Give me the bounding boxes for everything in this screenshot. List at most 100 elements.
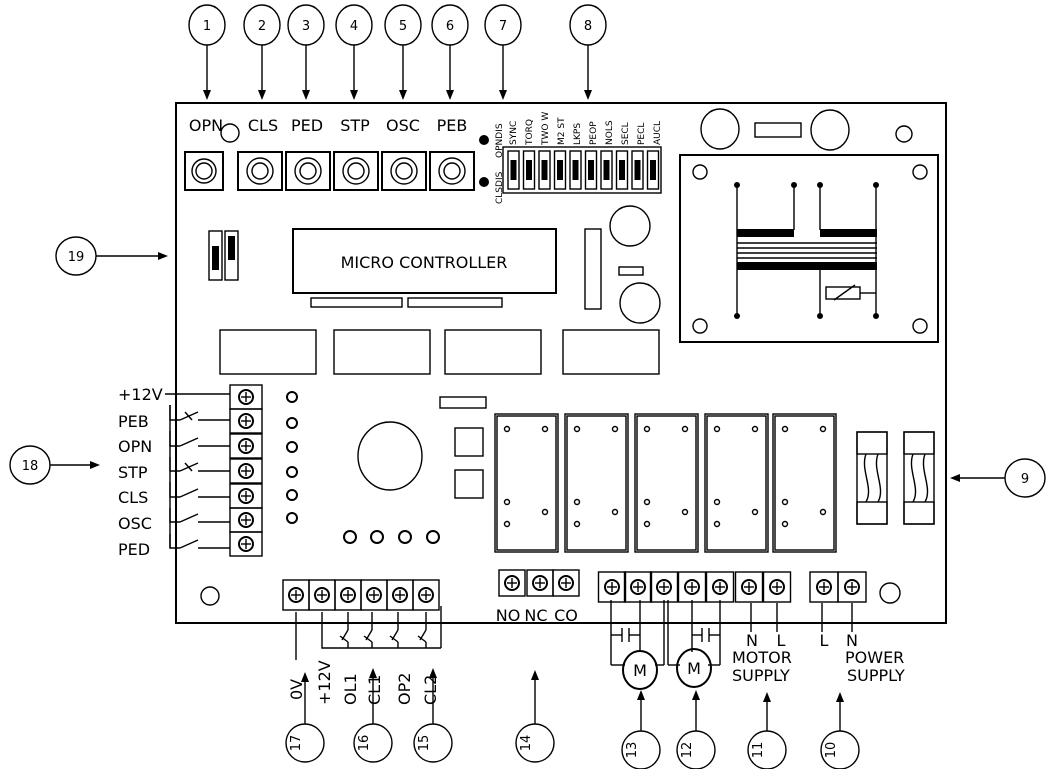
callout-19: 19: [55, 236, 168, 276]
svg-text:PEB: PEB: [118, 412, 149, 431]
svg-text:OSC: OSC: [118, 514, 152, 533]
svg-text:SYNC: SYNC: [509, 121, 519, 145]
terminal-screw: [705, 571, 735, 603]
svg-text:16: 16: [357, 735, 372, 752]
dip-switch: [631, 150, 644, 190]
terminal-screw: [552, 569, 580, 597]
svg-text:TWO W: TWO W: [541, 112, 551, 146]
svg-text:+12V: +12V: [118, 385, 163, 404]
dip-switch: [646, 150, 660, 190]
terminal-screw: [412, 579, 440, 611]
led-label-clsdis: CLSDIS: [495, 171, 505, 204]
svg-text:6: 6: [446, 19, 454, 34]
svg-text:M2 ST: M2 ST: [557, 117, 567, 145]
terminal-screw: [623, 571, 653, 603]
svg-text:15: 15: [417, 735, 432, 752]
callout-9: 9: [950, 458, 1046, 498]
svg-text:PED: PED: [118, 540, 150, 559]
svg-text:14: 14: [519, 735, 534, 752]
callout-12: 12: [676, 690, 716, 769]
svg-text:SUPPLY: SUPPLY: [732, 666, 790, 685]
terminal-screw: [837, 571, 867, 603]
top-callouts: 1 2 3 4 5 6 7: [188, 4, 607, 100]
svg-text:POWER: POWER: [845, 648, 904, 667]
svg-text:M: M: [633, 661, 647, 680]
svg-text:3: 3: [302, 19, 310, 34]
svg-text:CLS: CLS: [118, 488, 148, 507]
terminal-screw: [229, 507, 263, 533]
dip-switch: [538, 150, 551, 190]
callout-3: 3: [287, 4, 325, 100]
dip-switch: [615, 150, 629, 190]
bottom-left-terminal-block: 0V +12V OL1 CL1 OP2 CL2: [282, 579, 442, 705]
terminal-screw: [649, 571, 679, 603]
pcb-outline: [175, 102, 947, 624]
power-relay: [634, 413, 699, 553]
relay-contact-terminals: NO NC CO: [496, 569, 580, 625]
svg-text:PECL: PECL: [637, 123, 647, 145]
svg-text:NOLS: NOLS: [605, 120, 615, 145]
svg-text:TORQ: TORQ: [525, 119, 535, 146]
status-leds: CLSDIS OPNDIS: [479, 123, 505, 204]
terminal-screw: [229, 384, 263, 410]
button-label-opn: OPN: [189, 116, 223, 135]
button-opn: [184, 151, 224, 191]
svg-text:10: 10: [824, 742, 839, 759]
terminal-screw: [809, 571, 839, 603]
svg-text:7: 7: [499, 19, 507, 34]
terminal-screw: [597, 571, 627, 603]
left-terminal-block: +12V PEB OPN STP CLS OSC PED: [118, 384, 298, 559]
dip-switch: [553, 150, 567, 190]
svg-text:CL2: CL2: [421, 675, 440, 705]
mode-switches: [208, 230, 239, 281]
svg-text:19: 19: [68, 250, 85, 265]
motor-terminals: M M N L MOTOR SUPPLY: [597, 571, 792, 690]
power-relays: [494, 413, 837, 553]
svg-text:N: N: [746, 631, 758, 650]
svg-text:5: 5: [399, 19, 407, 34]
callout-6: 6: [431, 4, 469, 100]
svg-text:STP: STP: [118, 463, 148, 482]
push-buttons: OPN CLS PED STP OSC PEB: [184, 116, 475, 191]
callout-5: 5: [384, 4, 422, 100]
side-components: [584, 205, 661, 324]
callout-8: 8: [569, 4, 607, 100]
svg-text:LKPS: LKPS: [573, 123, 583, 145]
svg-text:AUCL: AUCL: [653, 121, 663, 145]
callout-14: 14: [515, 670, 555, 763]
power-terminals: L N POWER SUPPLY: [809, 571, 905, 685]
button-label-peb: PEB: [437, 116, 468, 135]
button-cls: [237, 151, 283, 191]
terminal-screw: [498, 569, 526, 597]
svg-text:NO: NO: [496, 606, 521, 625]
svg-text:17: 17: [289, 735, 304, 752]
svg-text:OP2: OP2: [395, 673, 414, 705]
svg-text:2: 2: [258, 19, 266, 34]
terminal-screw: [229, 433, 263, 459]
dip-switch: [522, 150, 536, 190]
svg-text:L: L: [777, 631, 786, 650]
terminal-screw: [762, 571, 792, 603]
svg-text:OL1: OL1: [341, 673, 360, 705]
button-label-osc: OSC: [386, 116, 420, 135]
callout-18: 18: [9, 445, 100, 485]
svg-text:11: 11: [751, 742, 766, 759]
button-peb: [429, 151, 475, 191]
svg-text:SUPPLY: SUPPLY: [847, 666, 905, 685]
svg-text:NC: NC: [524, 606, 547, 625]
terminal-screw: [360, 579, 388, 611]
svg-text:12: 12: [680, 742, 695, 759]
terminal-screw: [677, 571, 707, 603]
svg-text:4: 4: [350, 19, 358, 34]
dip-switch-bank: SYNC TORQ TWO W M2 ST LKPS PEOP NOLS SEC…: [502, 112, 663, 194]
svg-text:CO: CO: [554, 606, 578, 625]
button-label-cls: CLS: [248, 116, 278, 135]
fuses: [856, 431, 935, 525]
svg-text:MICRO CONTROLLER: MICRO CONTROLLER: [341, 253, 508, 272]
motor-1-symbol: [622, 650, 658, 690]
svg-text:PEOP: PEOP: [589, 121, 599, 145]
svg-text:MOTOR: MOTOR: [732, 648, 792, 667]
button-label-ped: PED: [291, 116, 323, 135]
